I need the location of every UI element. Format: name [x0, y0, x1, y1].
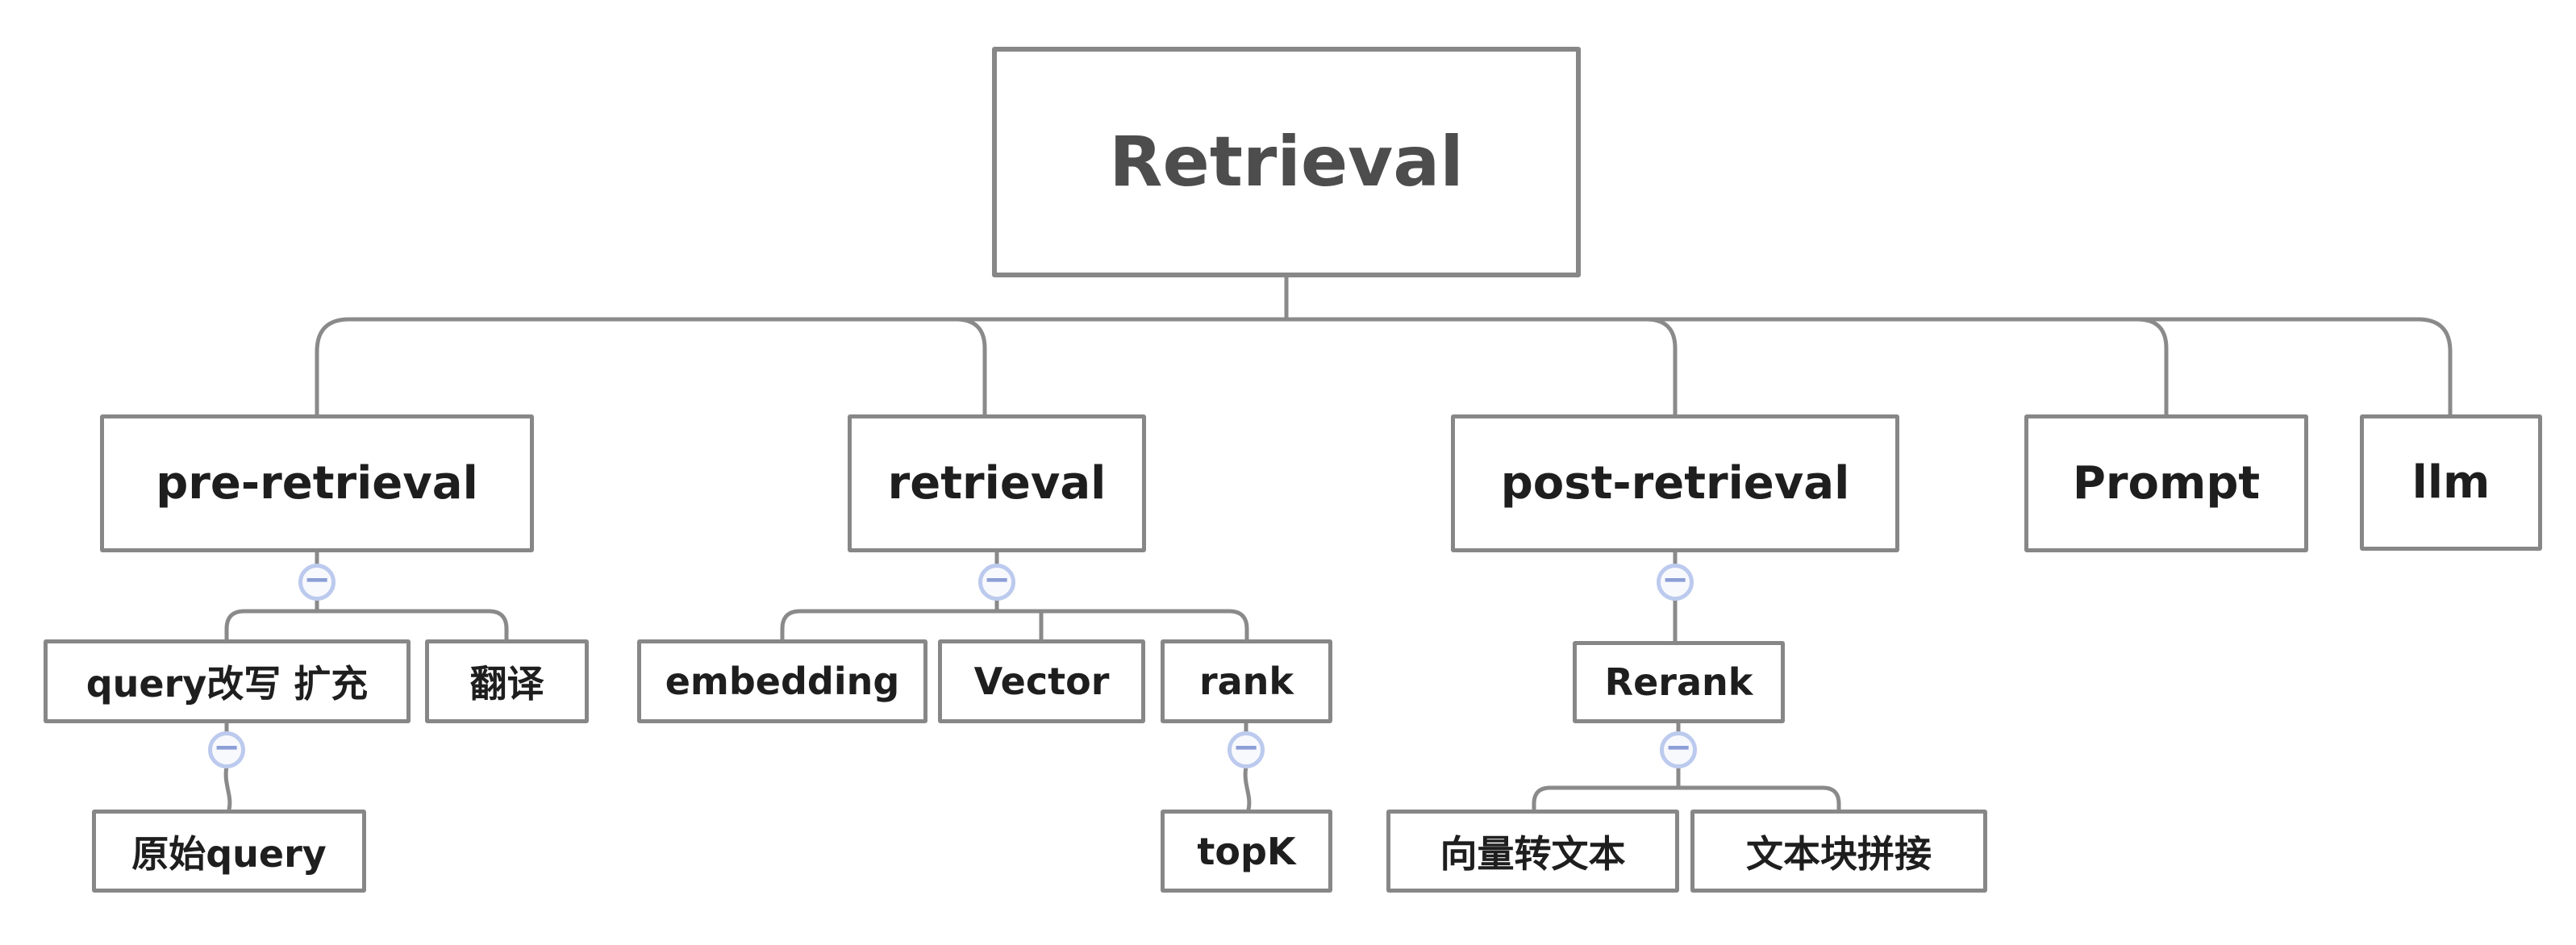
node-vector-to-text[interactable]: 向量转文本: [1386, 810, 1679, 893]
collapse-button-rerank[interactable]: −: [1660, 731, 1697, 768]
node-llm[interactable]: llm: [2360, 414, 2542, 551]
node-rerank[interactable]: Rerank: [1573, 641, 1785, 723]
collapse-button-retrieval[interactable]: −: [978, 564, 1015, 601]
node-prompt[interactable]: Prompt: [2024, 414, 2308, 552]
node-label: post-retrieval: [1500, 457, 1850, 510]
node-rank[interactable]: rank: [1161, 639, 1332, 723]
node-label: Rerank: [1604, 660, 1753, 704]
node-label: rank: [1198, 660, 1294, 703]
minus-icon: −: [1665, 729, 1692, 766]
minus-icon: −: [213, 729, 240, 766]
minus-icon: −: [303, 561, 331, 598]
node-label: llm: [2411, 456, 2491, 509]
node-label: 翻译: [469, 662, 544, 706]
node-label: Vector: [973, 660, 1110, 703]
collapse-button-query-rewrite-expand[interactable]: −: [208, 731, 245, 768]
collapse-button-post-retrieval[interactable]: −: [1657, 564, 1694, 601]
node-label: topK: [1197, 829, 1296, 873]
minus-icon: −: [1232, 729, 1260, 766]
node-topk[interactable]: topK: [1161, 810, 1332, 893]
node-vector[interactable]: Vector: [938, 639, 1145, 723]
node-label: 原始query: [131, 831, 327, 876]
node-label: 文本块拼接: [1746, 831, 1932, 876]
node-original-query[interactable]: 原始query: [92, 810, 366, 893]
collapse-button-pre-retrieval[interactable]: −: [298, 564, 336, 601]
node-pre-retrieval[interactable]: pre-retrieval: [100, 414, 534, 552]
node-label: pre-retrieval: [156, 457, 478, 510]
minus-icon: −: [1661, 561, 1689, 598]
node-label: retrieval: [887, 457, 1107, 510]
node-label: embedding: [665, 660, 900, 703]
node-retrieval[interactable]: retrieval: [848, 414, 1146, 552]
collapse-button-rank[interactable]: −: [1228, 731, 1265, 768]
node-label: query改写 扩充: [85, 662, 369, 706]
node-text-block-concat[interactable]: 文本块拼接: [1690, 810, 1987, 893]
node-label: Retrieval: [1109, 122, 1464, 202]
node-query-rewrite-expand[interactable]: query改写 扩充: [44, 639, 411, 723]
node-root-retrieval[interactable]: Retrieval: [992, 47, 1581, 277]
node-label: Prompt: [2072, 457, 2261, 510]
node-translate[interactable]: 翻译: [425, 639, 589, 723]
node-label: 向量转文本: [1440, 831, 1626, 876]
node-embedding[interactable]: embedding: [637, 639, 927, 723]
node-post-retrieval[interactable]: post-retrieval: [1451, 414, 1899, 552]
minus-icon: −: [983, 561, 1011, 598]
